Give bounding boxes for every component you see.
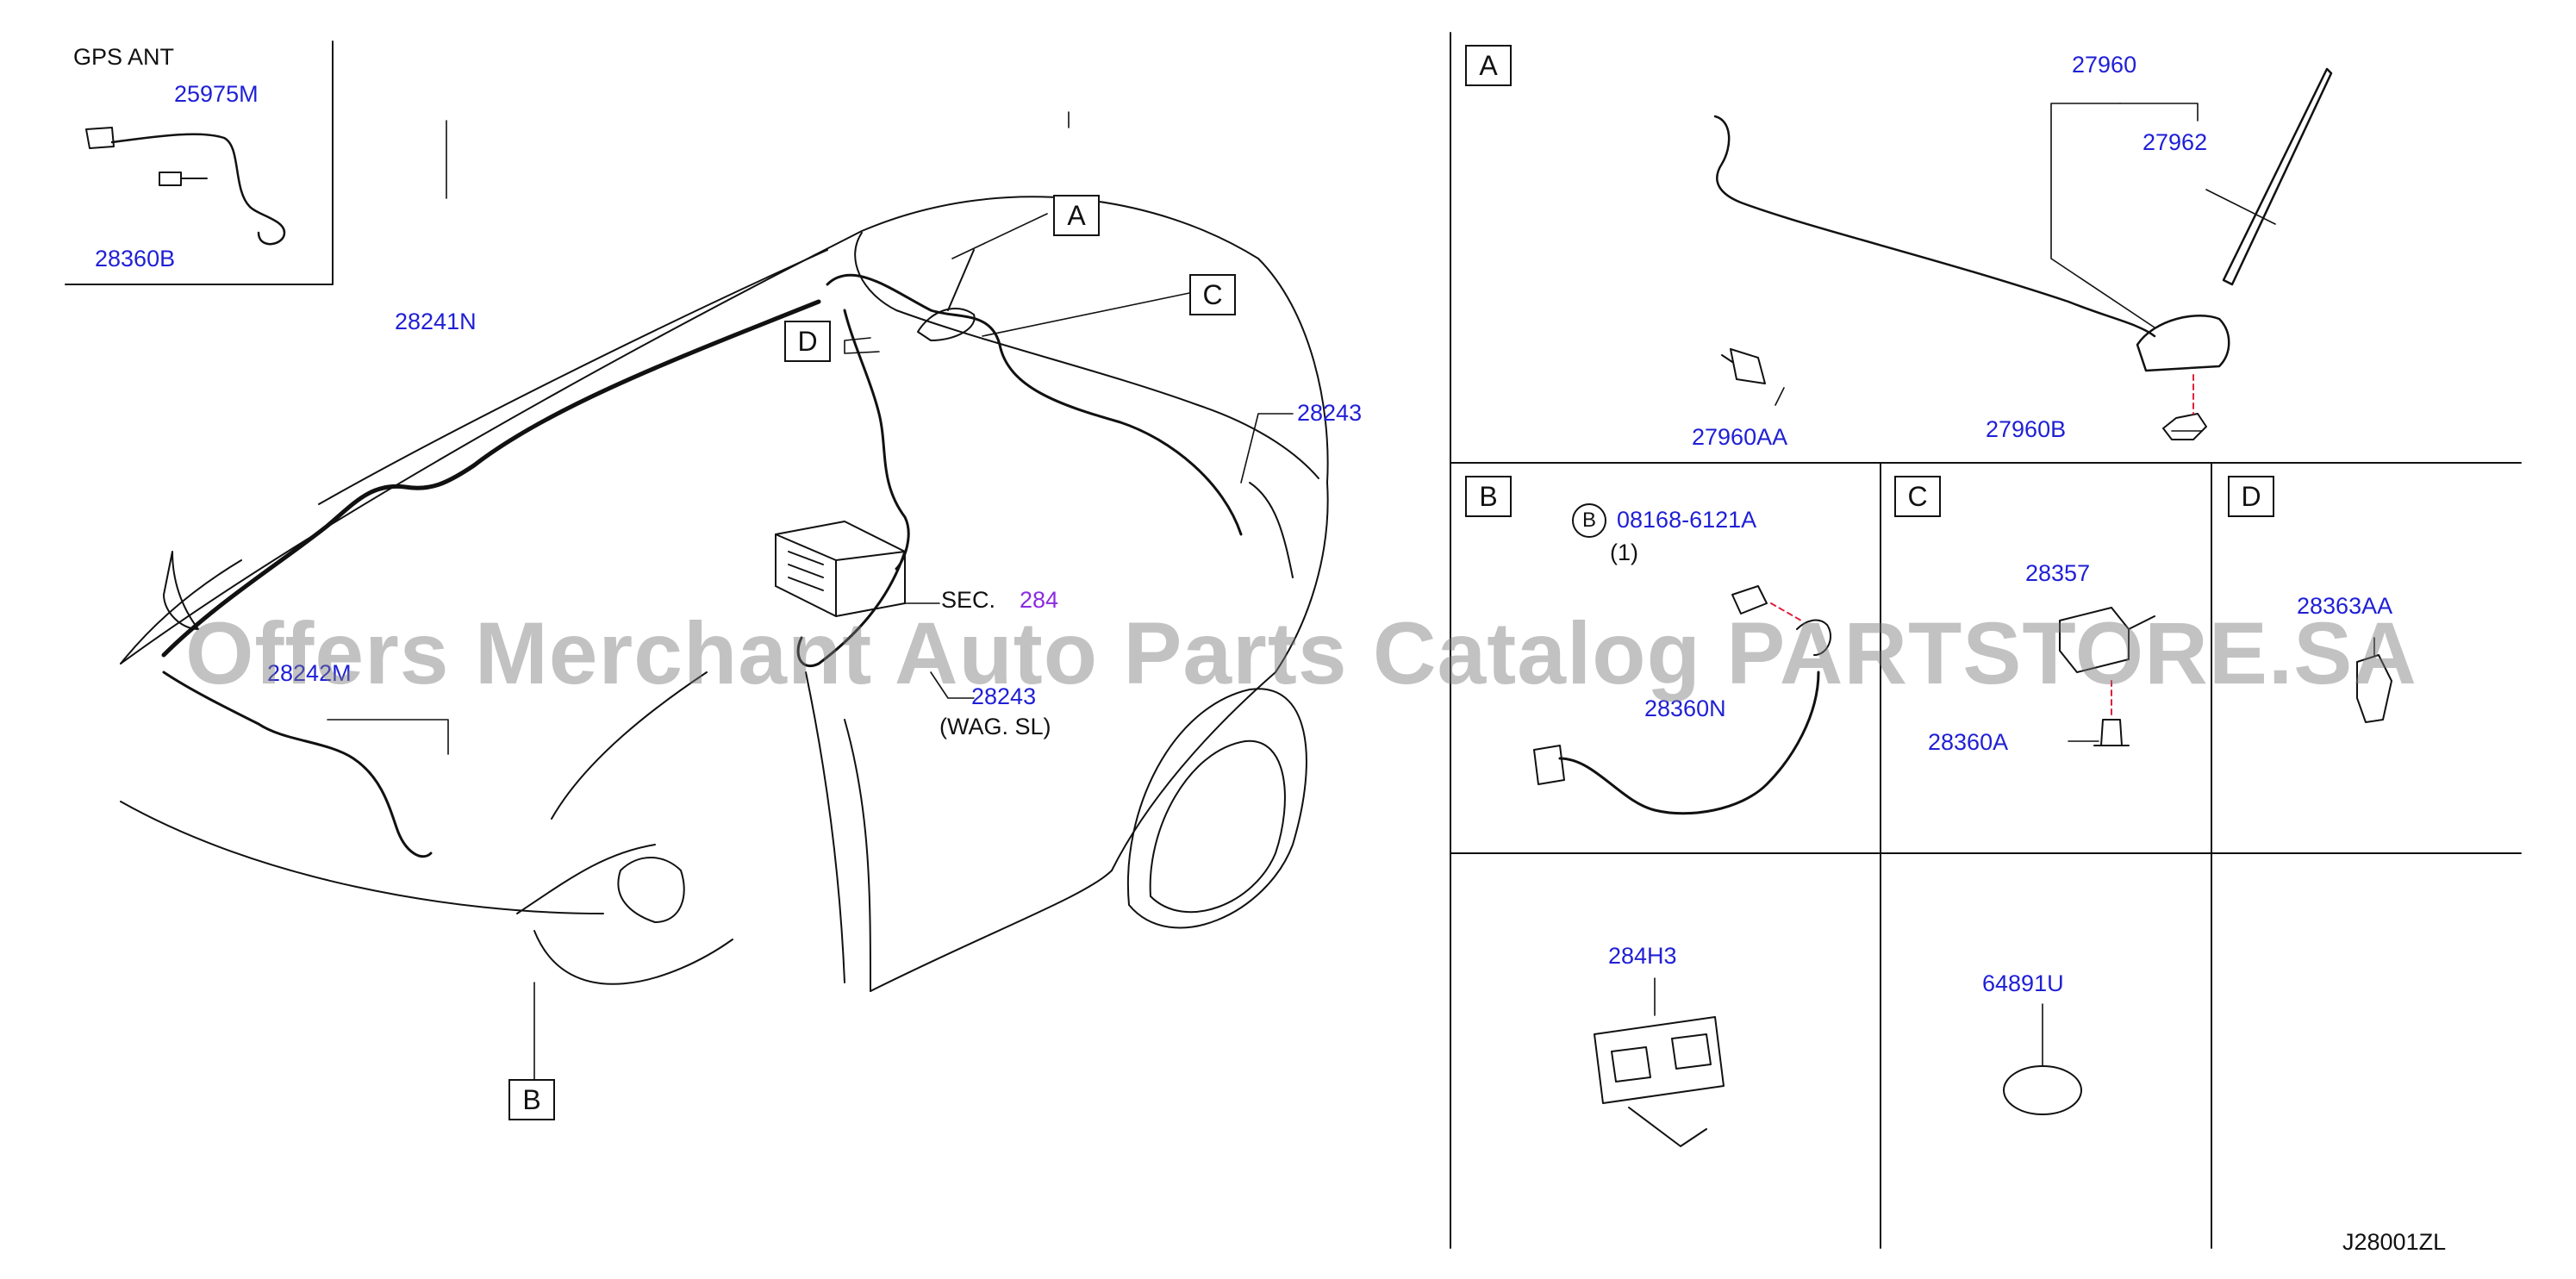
gps-connector xyxy=(85,127,115,149)
part-28243-wagon[interactable]: 28243 xyxy=(971,683,1037,709)
part-28241N[interactable]: 28241N xyxy=(395,309,477,334)
part-25975M[interactable]: 25975M xyxy=(174,81,259,107)
panel-grid xyxy=(1450,32,2522,1249)
bolt-27960AA xyxy=(1721,348,1766,384)
control-unit-284 xyxy=(775,521,906,617)
cable-28360N xyxy=(1558,671,1820,815)
antenna-cable xyxy=(1713,115,2156,338)
callout-box-b[interactable]: B xyxy=(508,1079,555,1120)
part-27960B[interactable]: 27960B xyxy=(1986,416,2067,442)
panel-label-b: B xyxy=(1465,476,1512,517)
part-28243-rear[interactable]: 28243 xyxy=(1297,400,1363,426)
bolt-28360A xyxy=(2093,719,2130,746)
callout-box-c[interactable]: C xyxy=(1189,274,1236,315)
antenna-rod-27962 xyxy=(2222,67,2333,286)
gps-bolt xyxy=(159,172,208,186)
callout-box-a[interactable]: A xyxy=(1053,195,1100,236)
gps-ant-title: GPS ANT xyxy=(73,44,175,70)
harness-28241N xyxy=(161,299,821,658)
roof-antenna xyxy=(917,249,976,341)
panel-label-c: C xyxy=(1894,476,1941,517)
part-64891U[interactable]: 64891U xyxy=(1982,970,2064,996)
section-284-link[interactable]: 284 xyxy=(1020,587,1059,613)
part-27960[interactable]: 27960 xyxy=(2072,52,2137,78)
part-28242M[interactable]: 28242M xyxy=(267,660,352,686)
antenna-base-27960 xyxy=(2136,315,2230,372)
car-body-outline xyxy=(120,196,1329,992)
leader-lines xyxy=(327,103,2276,1085)
watermark: Offers Merchant Auto Parts Catalog PARTS… xyxy=(185,604,2417,702)
bracket-284H3 xyxy=(1594,1016,1725,1147)
part-08168-6121A[interactable]: 08168-6121A xyxy=(1617,507,1757,533)
wagon-sl-note: (WAG. SL) xyxy=(939,714,1051,739)
sec-label: SEC. xyxy=(941,587,996,613)
part-28363AA[interactable]: 28363AA xyxy=(2297,593,2393,619)
quantity-note: (1) xyxy=(1610,540,1638,565)
panel-label-d: D xyxy=(2228,476,2274,517)
gps-cable xyxy=(110,133,286,246)
bolt-symbol-b: B xyxy=(1572,503,1606,538)
part-284H3[interactable]: 284H3 xyxy=(1608,943,1677,969)
harness-28242M xyxy=(162,671,433,858)
panel-label-a: A xyxy=(1465,45,1512,86)
part-28360B[interactable]: 28360B xyxy=(95,246,176,271)
module-28357 xyxy=(2059,607,2155,673)
part-28360N[interactable]: 28360N xyxy=(1644,696,1726,721)
nut-27960B xyxy=(2162,413,2207,440)
part-28360A[interactable]: 28360A xyxy=(1928,729,2009,755)
part-27962[interactable]: 27962 xyxy=(2143,129,2208,155)
diagram-code: J28001ZL xyxy=(2342,1229,2447,1255)
part-27960AA[interactable]: 27960AA xyxy=(1692,424,1788,450)
callout-box-d[interactable]: D xyxy=(784,321,831,362)
clip-28363AA xyxy=(2356,654,2392,723)
part-28357[interactable]: 28357 xyxy=(2025,560,2091,586)
inset-frame xyxy=(65,41,334,285)
harness-bundle xyxy=(826,273,1243,536)
patch-64891U xyxy=(2003,1065,2082,1115)
